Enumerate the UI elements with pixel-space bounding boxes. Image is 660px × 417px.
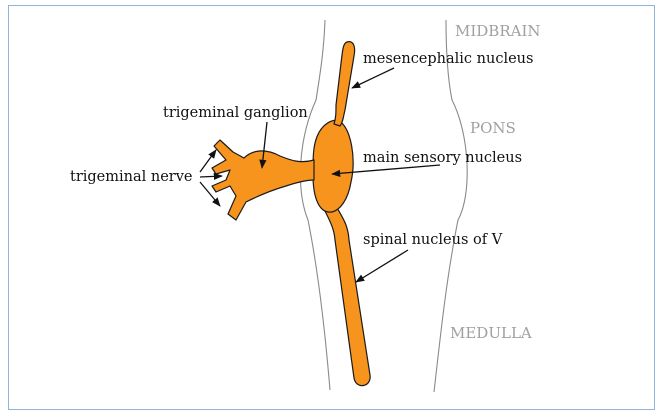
nerve-arrow-middle bbox=[200, 176, 222, 177]
main-sensory-nucleus-shape bbox=[313, 120, 353, 212]
midbrain-label: MIDBRAIN bbox=[455, 22, 541, 40]
medulla-label: MEDULLA bbox=[450, 324, 532, 342]
mesencephalic-nucleus-label: mesencephalic nucleus bbox=[363, 51, 533, 67]
main-sensory-nucleus-label: main sensory nucleus bbox=[363, 150, 522, 166]
trigeminal-ganglion-label: trigeminal ganglion bbox=[163, 105, 308, 121]
trigeminal-nerve-label: trigeminal nerve bbox=[70, 169, 193, 185]
mesencephalic-nucleus-shape bbox=[334, 42, 355, 126]
spinal-nucleus-arrow bbox=[356, 250, 408, 282]
trigeminal-ganglion-shape bbox=[212, 140, 314, 220]
mesencephalic-arrow bbox=[352, 68, 394, 88]
pons-label: PONS bbox=[470, 119, 516, 137]
spinal-nucleus-label: spinal nucleus of V bbox=[363, 232, 503, 248]
